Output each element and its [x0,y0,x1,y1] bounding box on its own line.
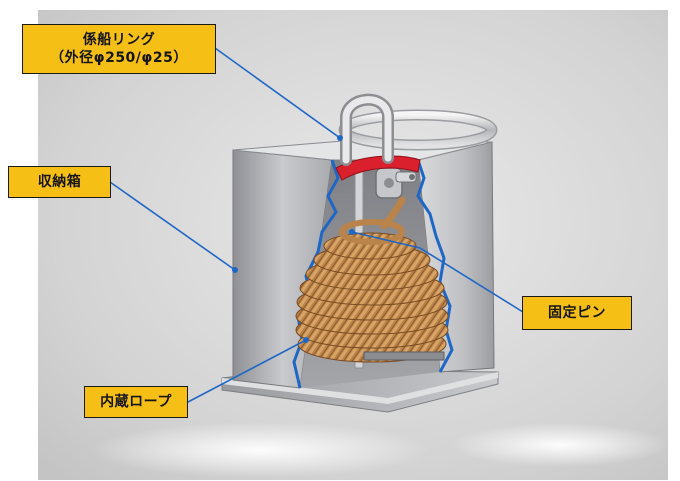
floor-glow-right [450,423,670,467]
callout-internal-rope-text: 内蔵ロープ [100,393,172,411]
callout-mooring-ring-line1: 係船リング [83,31,156,49]
callout-storage-box: 収納箱 [8,166,111,198]
callout-fixing-pin-text: 固定ピン [548,304,606,322]
callout-storage-box-text: 収納箱 [38,173,82,191]
callout-mooring-ring: 係船リング （外径φ250/φ25） [22,24,216,74]
callout-mooring-ring-line2: （外径φ250/φ25） [50,49,188,67]
callout-fixing-pin: 固定ピン [522,296,632,330]
callout-internal-rope: 内蔵ロープ [84,386,188,418]
bottom-bracket [364,352,444,360]
floor-glow-left [90,422,430,478]
